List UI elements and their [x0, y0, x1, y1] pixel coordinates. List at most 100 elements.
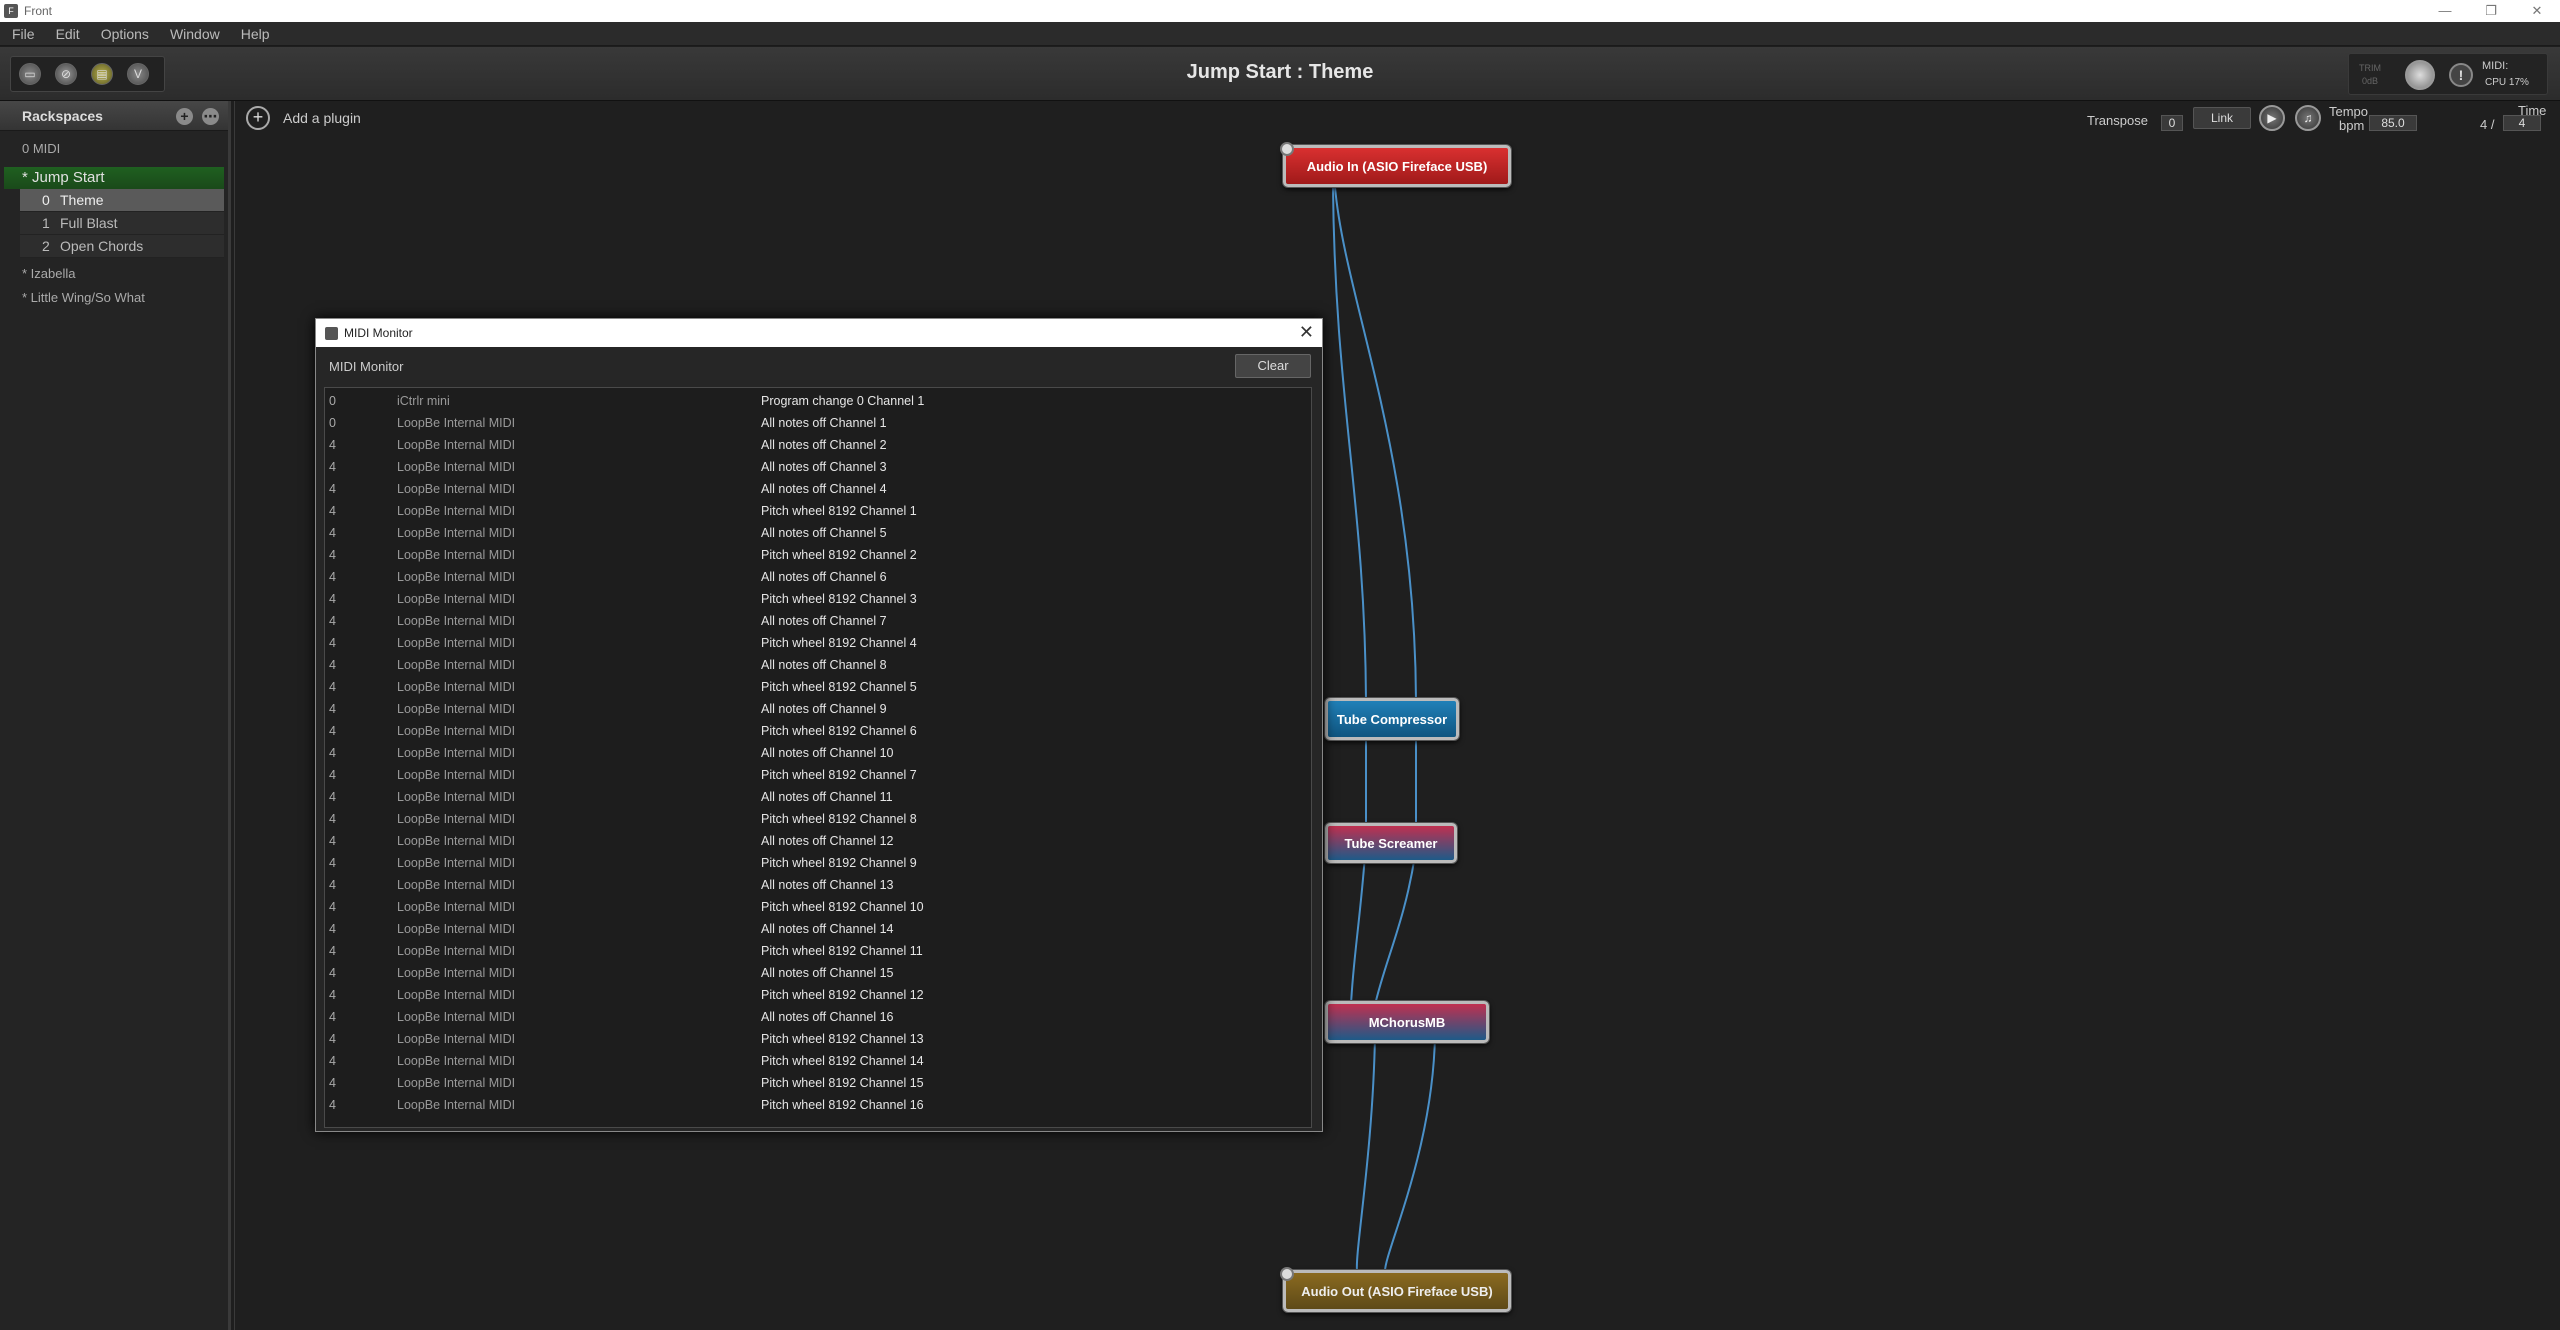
midi-event: Pitch wheel 8192 Channel 14 — [761, 1054, 924, 1068]
global-rackspace-icon[interactable]: ▤ — [91, 63, 113, 85]
midi-log-row: 4 LoopBe Internal MIDI All notes off Chann… — [325, 522, 1311, 544]
sidebar-title: Rackspaces — [22, 107, 103, 124]
transpose-value[interactable]: 0 — [2161, 115, 2183, 131]
trim-label: TRIM 0dB — [2359, 63, 2381, 86]
midi-source: LoopBe Internal MIDI — [397, 834, 516, 848]
rackspace-item[interactable]: * Little Wing/So What — [22, 290, 145, 305]
midi-source: LoopBe Internal MIDI — [397, 614, 516, 628]
midi-event: Pitch wheel 8192 Channel 1 — [761, 504, 917, 518]
midi-monitor-icon — [325, 326, 338, 340]
time-denominator[interactable]: 4 — [2503, 115, 2541, 131]
midi-timestamp: 4 — [329, 526, 336, 540]
time-numerator[interactable]: 4 / — [2480, 117, 2495, 132]
midi-source: LoopBe Internal MIDI — [397, 856, 516, 870]
wire — [1334, 186, 1417, 702]
midi-timestamp: 4 — [329, 1032, 336, 1046]
midi-timestamp: 4 — [329, 922, 336, 936]
app-title-bar: F Front — ❐ ✕ — [0, 0, 2560, 22]
midi-source: LoopBe Internal MIDI — [397, 526, 516, 540]
bpm-label: bpm — [2339, 118, 2365, 133]
midi-source: LoopBe Internal MIDI — [397, 504, 516, 518]
close-button[interactable]: ✕ — [2531, 3, 2543, 18]
menu-window[interactable]: Window — [169, 25, 220, 42]
midi-event: Pitch wheel 8192 Channel 3 — [761, 592, 917, 606]
tempo-value[interactable]: 85.0 — [2369, 115, 2417, 131]
plugin-handle[interactable] — [1280, 142, 1294, 156]
midi-event: Pitch wheel 8192 Channel 16 — [761, 1098, 924, 1112]
menu-help[interactable]: Help — [240, 25, 270, 42]
audio-in-plugin[interactable]: Audio In (ASIO Fireface USB) — [1280, 142, 1511, 187]
midi-monitor-title: MIDI Monitor — [344, 326, 413, 340]
midi-source: LoopBe Internal MIDI — [397, 460, 516, 474]
midi-timestamp: 4 — [329, 1054, 336, 1068]
add-rackspace-icon[interactable]: + — [176, 108, 193, 125]
midi-entry[interactable]: 0 MIDI — [22, 141, 61, 156]
midi-source: LoopBe Internal MIDI — [397, 570, 516, 584]
mchorus-plugin[interactable]: MChorusMB — [1325, 1001, 1489, 1043]
wiring-view-icon[interactable]: ⊘ — [55, 63, 77, 85]
midi-event: All notes off Channel 12 — [761, 834, 894, 848]
master-panel: TRIM 0dB ! MIDI: CPU 17% — [2348, 53, 2548, 95]
midi-source: LoopBe Internal MIDI — [397, 1032, 516, 1046]
audio-out-plugin[interactable]: Audio Out (ASIO Fireface USB) — [1280, 1267, 1511, 1312]
midi-event: All notes off Channel 9 — [761, 702, 887, 716]
rackspace-item[interactable]: * Izabella — [22, 266, 76, 281]
midi-event: All notes off Channel 14 — [761, 922, 894, 936]
link-button[interactable]: Link — [2193, 107, 2251, 129]
menu-options[interactable]: Options — [100, 25, 149, 42]
midi-timestamp: 0 — [329, 416, 336, 430]
maximize-button[interactable]: ❐ — [2485, 3, 2497, 18]
rackspace-item-active[interactable]: * Jump Start — [4, 167, 224, 189]
panels-view-icon[interactable]: ▭ — [19, 63, 41, 85]
midi-event: All notes off Channel 5 — [761, 526, 887, 540]
midi-timestamp: 4 — [329, 856, 336, 870]
play-icon[interactable]: ▶ — [2259, 105, 2285, 131]
midi-timestamp: 4 — [329, 636, 336, 650]
more-options-icon[interactable]: ⋯ — [202, 108, 219, 125]
midi-event: All notes off Channel 11 — [761, 790, 893, 804]
midi-source: LoopBe Internal MIDI — [397, 636, 516, 650]
wire — [1384, 1034, 1436, 1272]
midi-source: LoopBe Internal MIDI — [397, 1098, 516, 1112]
midi-timestamp: 4 — [329, 768, 336, 782]
cpu-usage-label: CPU 17% — [2485, 77, 2529, 88]
close-icon[interactable]: ✕ — [1298, 322, 1314, 342]
metronome-icon[interactable]: ♫ — [2295, 105, 2321, 131]
midi-timestamp: 4 — [329, 438, 336, 452]
tube-compressor-plugin[interactable]: Tube Compressor — [1325, 698, 1459, 740]
midi-event: All notes off Channel 6 — [761, 570, 887, 584]
midi-event: Program change 0 Channel 1 — [761, 394, 925, 408]
menu-edit[interactable]: Edit — [55, 25, 80, 42]
master-volume-knob[interactable] — [2405, 60, 2435, 90]
clear-button[interactable]: Clear — [1235, 354, 1311, 378]
midi-source: LoopBe Internal MIDI — [397, 812, 516, 826]
midi-source: LoopBe Internal MIDI — [397, 702, 516, 716]
tube-screamer-plugin[interactable]: Tube Screamer — [1325, 823, 1457, 863]
midi-event: All notes off Channel 8 — [761, 658, 887, 672]
menu-file[interactable]: File — [12, 25, 35, 42]
midi-source: LoopBe Internal MIDI — [397, 680, 516, 694]
tuner-icon[interactable]: V — [127, 63, 149, 85]
midi-event: Pitch wheel 8192 Channel 6 — [761, 724, 917, 738]
midi-timestamp: 4 — [329, 592, 336, 606]
midi-event: All notes off Channel 3 — [761, 460, 887, 474]
minimize-button[interactable]: — — [2438, 3, 2452, 18]
midi-source: LoopBe Internal MIDI — [397, 922, 516, 936]
panic-button[interactable]: ! — [2449, 63, 2473, 87]
plugin-handle[interactable] — [1280, 1267, 1294, 1281]
add-plugin-button[interactable]: + Add a plugin — [246, 106, 361, 130]
